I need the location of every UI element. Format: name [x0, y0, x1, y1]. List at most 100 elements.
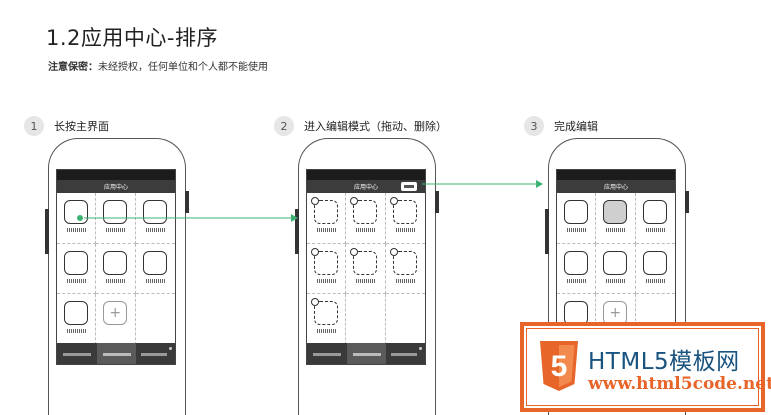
app-label	[317, 228, 336, 232]
app-icon	[103, 200, 128, 224]
dock-bar	[307, 343, 425, 364]
delete-icon[interactable]	[350, 247, 359, 256]
notice-label: 注意保密：	[48, 62, 98, 73]
delete-icon[interactable]	[389, 247, 398, 256]
app-grid: +	[57, 193, 175, 345]
app-cell[interactable]	[307, 243, 347, 295]
app-icon	[64, 200, 88, 224]
power-button	[685, 191, 689, 213]
app-icon[interactable]	[353, 200, 378, 224]
app-cell[interactable]	[557, 243, 597, 295]
dock-bar	[57, 343, 175, 364]
app-cell[interactable]	[96, 193, 136, 244]
app-cell[interactable]	[385, 193, 425, 244]
delete-icon[interactable]	[389, 197, 398, 205]
app-cell[interactable]	[307, 294, 347, 345]
phone-edit-mode: 应用中心	[295, 138, 439, 415]
app-label	[395, 228, 415, 232]
volume-button	[295, 209, 299, 254]
dock-item[interactable]	[353, 353, 381, 356]
app-icon	[564, 250, 588, 275]
step-2: 2 进入编辑模式（拖动、删除）	[274, 116, 447, 136]
app-cell[interactable]	[635, 244, 675, 295]
app-icon[interactable]	[353, 250, 378, 275]
confidential-notice: 注意保密：未经授权，任何单位和个人都不能使用	[48, 58, 268, 73]
watermark-title: HTML5模板网	[588, 349, 740, 375]
step-label: 进入编辑模式（拖动、删除）	[304, 120, 447, 133]
phone-main-screen: 应用中心 +	[45, 138, 189, 415]
app-cell[interactable]	[57, 243, 97, 295]
volume-button	[45, 209, 49, 254]
app-cell[interactable]	[346, 243, 386, 295]
screen-title: 应用中心	[353, 184, 378, 191]
dock-item[interactable]	[103, 353, 131, 356]
moved-app-cell[interactable]	[596, 193, 636, 244]
plus-icon: +	[103, 301, 128, 326]
app-icon	[564, 200, 588, 224]
delete-icon[interactable]	[311, 298, 319, 307]
app-cell[interactable]	[135, 244, 175, 295]
app-label	[606, 278, 626, 283]
dock-item[interactable]	[391, 353, 417, 356]
app-icon	[64, 250, 88, 275]
power-button	[435, 191, 439, 213]
dock-item[interactable]	[313, 353, 341, 356]
delete-icon[interactable]	[311, 197, 319, 205]
screen-title: 应用中心	[103, 184, 128, 191]
screen: 应用中心	[306, 169, 426, 365]
app-label	[645, 278, 665, 283]
arrow-head-icon	[536, 180, 543, 188]
app-label	[67, 228, 86, 232]
step-number: 1	[24, 116, 44, 136]
dock-item[interactable]	[141, 353, 167, 356]
dock-indicator	[419, 347, 422, 350]
badge-number: 5	[551, 350, 568, 383]
delete-icon[interactable]	[311, 247, 319, 256]
app-grid: +	[557, 193, 675, 345]
power-button	[185, 191, 189, 213]
app-label	[67, 278, 86, 283]
app-label	[606, 228, 626, 232]
step-3: 3 完成编辑	[524, 116, 598, 136]
step-number: 2	[274, 116, 294, 136]
app-cell[interactable]	[557, 193, 597, 244]
app-cell[interactable]	[135, 193, 175, 244]
app-icon	[603, 250, 628, 275]
app-icon	[642, 200, 667, 224]
step-number: 3	[524, 116, 544, 136]
app-label	[106, 278, 126, 283]
app-icon	[64, 301, 88, 326]
app-cell[interactable]	[596, 243, 636, 295]
dock-item[interactable]	[63, 353, 91, 356]
app-cell[interactable]	[96, 243, 136, 295]
app-label	[317, 278, 336, 283]
html5-shield-icon: 5	[540, 341, 578, 391]
app-label	[317, 329, 336, 334]
app-cell[interactable]	[57, 294, 97, 345]
app-cell[interactable]	[346, 193, 386, 244]
done-button[interactable]	[401, 182, 417, 191]
status-bar	[57, 170, 175, 180]
app-label	[356, 228, 376, 232]
dock-indicator	[169, 347, 172, 350]
page-title: 1.2应用中心-排序	[46, 26, 218, 50]
title-bar: 应用中心	[307, 180, 425, 193]
app-label	[645, 228, 665, 232]
app-icon[interactable]	[314, 200, 338, 224]
app-icon[interactable]	[314, 301, 338, 326]
watermark-logo: 5 HTML5模板网 www.html5code.net	[520, 322, 771, 412]
status-bar	[307, 170, 425, 180]
app-cell[interactable]	[307, 193, 347, 244]
app-icon	[642, 250, 667, 275]
app-cell[interactable]	[635, 193, 675, 244]
app-icon	[142, 200, 167, 224]
add-app-cell[interactable]: +	[96, 294, 136, 345]
app-grid	[307, 193, 425, 345]
app-label	[67, 329, 86, 334]
step-label: 长按主界面	[54, 120, 109, 133]
app-label	[567, 228, 586, 232]
app-cell[interactable]	[57, 193, 97, 244]
notice-text: 未经授权，任何单位和个人都不能使用	[98, 62, 268, 73]
delete-icon[interactable]	[350, 197, 359, 205]
app-cell[interactable]	[385, 244, 425, 295]
